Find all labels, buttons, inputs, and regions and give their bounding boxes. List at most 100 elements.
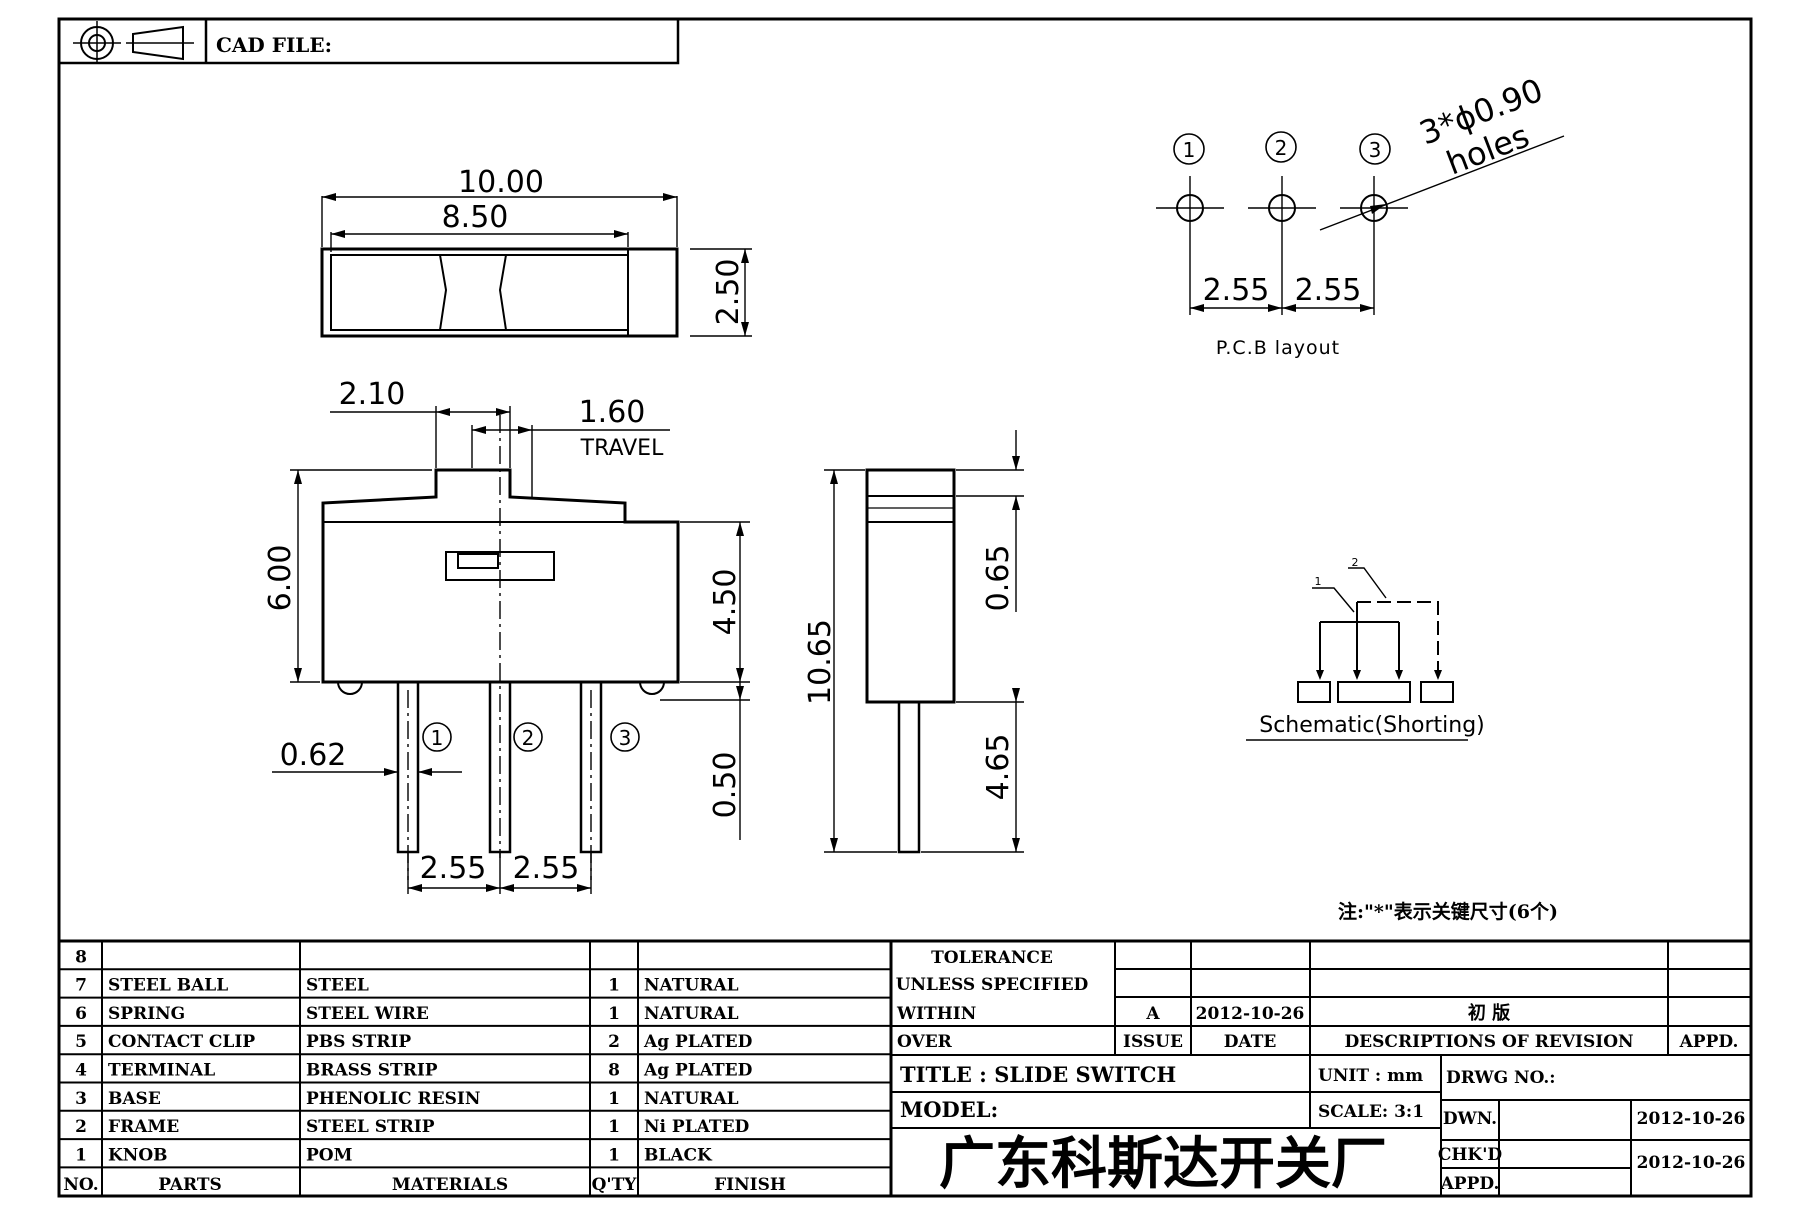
pcb-layout: 1 2 3 2.55 2.55 P.C.B layout 3*ϕ0.90 hol… bbox=[1156, 71, 1565, 359]
bom-cell-part: STEEL BALL bbox=[108, 976, 228, 996]
key-dimension-note: 注:"*"表示关键尺寸(6个) bbox=[1338, 900, 1558, 923]
scale-label: SCALE: 3:1 bbox=[1318, 1102, 1424, 1122]
schematic: 1 2 Schematic(Shorting) bbox=[1246, 556, 1485, 741]
drawing-number-label: DRWG NO.: bbox=[1446, 1068, 1556, 1088]
bom-cell-qty: 1 bbox=[608, 976, 620, 996]
dim-height: 2.50 bbox=[711, 259, 746, 326]
dim-pitch-left: 2.55 bbox=[420, 851, 487, 886]
cad-file-label: CAD FILE: bbox=[216, 33, 332, 57]
pcb-pitch-left: 2.55 bbox=[1203, 273, 1270, 308]
date-label: DATE bbox=[1224, 1032, 1277, 1052]
bom-cell-material: STEEL STRIP bbox=[306, 1117, 435, 1137]
bom-cell-finish: Ag PLATED bbox=[643, 1061, 753, 1081]
checked-date: 2012-10-26 bbox=[1637, 1153, 1746, 1173]
dim-travel: 1.60 bbox=[579, 395, 646, 430]
issue-value: A bbox=[1145, 1004, 1160, 1024]
bom-header-materials: MATERIALS bbox=[392, 1175, 508, 1195]
bom-cell-material: BRASS STRIP bbox=[306, 1061, 438, 1081]
bom-cell-no: 2 bbox=[75, 1117, 87, 1137]
drawn-label: DWN. bbox=[1443, 1109, 1497, 1129]
bom-cell-finish: Ni PLATED bbox=[644, 1117, 750, 1137]
bom-cell-finish: NATURAL bbox=[644, 1089, 739, 1109]
over-label: OVER bbox=[897, 1032, 953, 1052]
bom-cell-part: TERMINAL bbox=[108, 1061, 215, 1081]
company-name: 广东科斯达开关厂 bbox=[939, 1132, 1387, 1197]
bom-cell-material: POM bbox=[306, 1145, 353, 1165]
drawing-title: TITLE : SLIDE SWITCH bbox=[900, 1062, 1176, 1087]
bom-cell-material: PHENOLIC RESIN bbox=[306, 1089, 480, 1109]
bom-cell-qty: 1 bbox=[608, 1117, 620, 1137]
dim-knob-width: 2.10 bbox=[339, 377, 406, 412]
dim-total-height: 6.00 bbox=[263, 545, 298, 612]
schematic-caption: Schematic(Shorting) bbox=[1259, 713, 1485, 738]
top-view: 10.00 8.50 2.50 bbox=[320, 165, 752, 338]
dim-pin-width: 0.62 bbox=[280, 738, 347, 773]
bom-cell-part: KNOB bbox=[108, 1145, 168, 1165]
front-pin-label-1: 1 bbox=[431, 726, 444, 750]
model-label: MODEL: bbox=[900, 1097, 998, 1122]
bom-cell-no: 7 bbox=[75, 976, 87, 996]
bom-cell-qty: 8 bbox=[608, 1061, 620, 1081]
front-pin-labels: 1 2 3 bbox=[422, 722, 640, 752]
third-angle-projection-icon bbox=[73, 21, 194, 64]
dim-side-top-height: 0.65 bbox=[981, 545, 1016, 612]
bom-cell-no: 8 bbox=[75, 947, 87, 967]
dim-side-pin-length: 4.65 bbox=[981, 734, 1016, 801]
bom-cell-finish: BLACK bbox=[644, 1145, 713, 1165]
bom-header-finish: FINISH bbox=[714, 1175, 786, 1195]
bom-cell-material: STEEL WIRE bbox=[306, 1004, 429, 1024]
bom-cell-no: 5 bbox=[75, 1032, 87, 1052]
bom-cell-finish: NATURAL bbox=[644, 976, 739, 996]
bom-cell-no: 4 bbox=[75, 1061, 87, 1081]
front-pin-label-3: 3 bbox=[619, 726, 632, 750]
tolerance-label: TOLERANCE bbox=[931, 948, 1053, 968]
bom-cell-no: 3 bbox=[75, 1089, 87, 1109]
dim-width-inner: 8.50 bbox=[442, 200, 509, 235]
bom-cell-part: CONTACT CLIP bbox=[108, 1032, 255, 1052]
schematic-label-1: 1 bbox=[1315, 575, 1322, 588]
bom-cell-qty: 1 bbox=[608, 1089, 620, 1109]
travel-label: TRAVEL bbox=[580, 436, 664, 461]
issue-label: ISSUE bbox=[1123, 1032, 1183, 1052]
unless-specified-label: UNLESS SPECIFIED bbox=[896, 975, 1089, 995]
within-label: WITHIN bbox=[896, 1004, 976, 1024]
title-block: TOLERANCE UNLESS SPECIFIED WITHIN OVER A… bbox=[889, 939, 1753, 1198]
side-view: 10.65 0.65 4.65 bbox=[803, 430, 1024, 854]
pcb-pitch-right: 2.55 bbox=[1295, 273, 1362, 308]
bom-cell-finish: NATURAL bbox=[644, 1004, 739, 1024]
appd-label-revision: APPD. bbox=[1679, 1032, 1739, 1052]
dim-width-total: 10.00 bbox=[458, 165, 544, 200]
bom-cell-qty: 1 bbox=[608, 1145, 620, 1165]
bom-cell-qty: 1 bbox=[608, 1004, 620, 1024]
pcb-caption: P.C.B layout bbox=[1216, 337, 1340, 359]
pcb-pin-label-3: 3 bbox=[1369, 138, 1382, 162]
front-pin-label-2: 2 bbox=[522, 726, 535, 750]
schematic-label-2: 2 bbox=[1352, 556, 1359, 569]
bom-cell-no: 1 bbox=[75, 1145, 87, 1165]
revision-description: 初 版 bbox=[1468, 1002, 1510, 1024]
pcb-pin-label-1: 1 bbox=[1183, 138, 1196, 162]
bom-cell-material: STEEL bbox=[306, 976, 369, 996]
pcb-pin-labels: 1 2 3 bbox=[1173, 131, 1391, 165]
front-view: 1 2 3 2.10 1.60 TRAVEL 6.00 bbox=[263, 377, 750, 894]
approved-label: APPD. bbox=[1440, 1174, 1500, 1194]
bom-cell-part: FRAME bbox=[108, 1117, 179, 1137]
header-box: CAD FILE: bbox=[57, 17, 680, 65]
drawn-date: 2012-10-26 bbox=[1637, 1109, 1746, 1129]
dim-side-total-height: 10.65 bbox=[803, 619, 838, 705]
bom-cell-finish: Ag PLATED bbox=[643, 1032, 753, 1052]
bom-header-qty: Q'TY bbox=[592, 1175, 638, 1195]
bom-cell-part: BASE bbox=[108, 1089, 161, 1109]
bom-cell-qty: 2 bbox=[608, 1032, 620, 1052]
pcb-pin-label-2: 2 bbox=[1275, 136, 1288, 160]
unit-label: UNIT : mm bbox=[1318, 1066, 1423, 1086]
bom-cell-material: PBS STRIP bbox=[306, 1032, 411, 1052]
checked-label: CHK'D bbox=[1438, 1145, 1503, 1165]
bom-cell-part: SPRING bbox=[108, 1004, 185, 1024]
dim-pitch-right: 2.55 bbox=[513, 851, 580, 886]
bom-header-no: NO. bbox=[63, 1175, 98, 1195]
issue-date: 2012-10-26 bbox=[1196, 1004, 1305, 1024]
bom-header-parts: PARTS bbox=[158, 1175, 222, 1195]
